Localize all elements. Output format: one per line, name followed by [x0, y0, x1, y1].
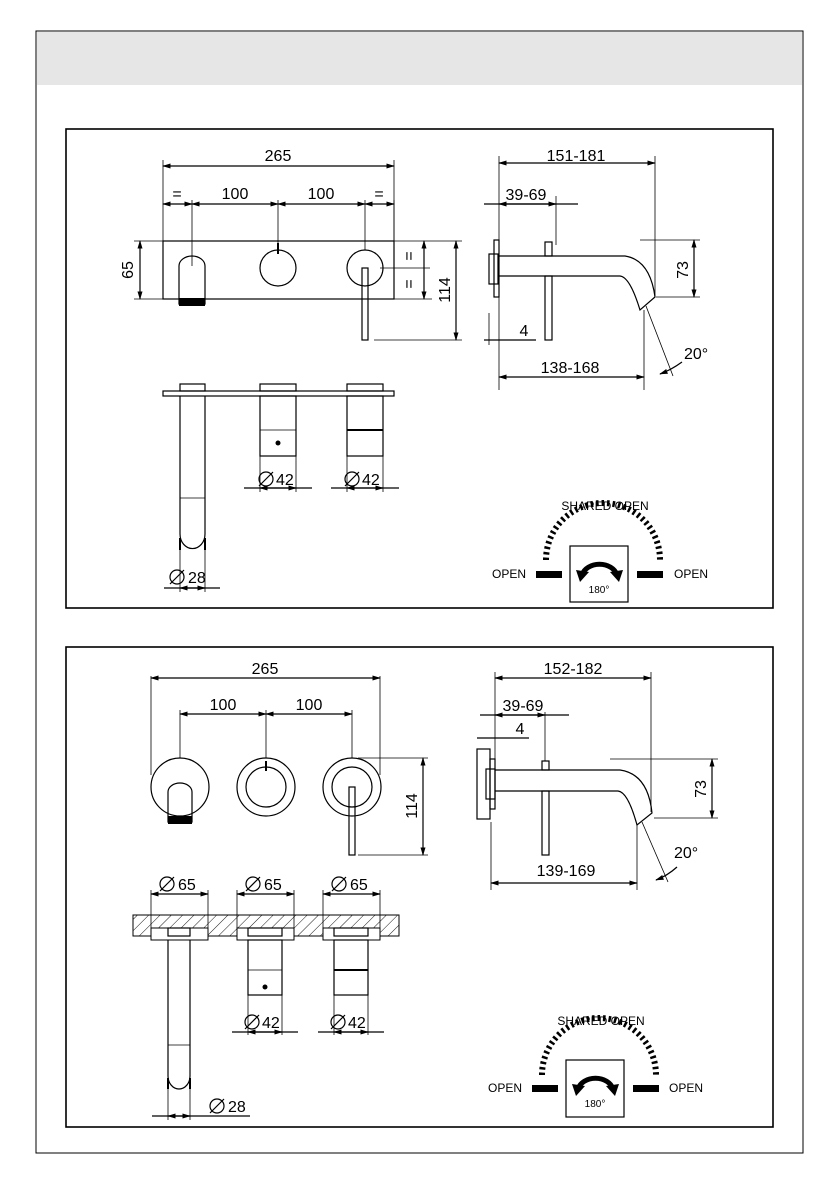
header-band: [37, 32, 802, 85]
side2-body-range-label: 39-69: [503, 698, 544, 715]
panel-2: 265 100 100 114 152-182: [66, 647, 773, 1127]
dia2-rose-a-label: 65: [178, 877, 196, 894]
side2-angle-label: 20°: [674, 845, 698, 862]
dia-handle-b-label: 42: [362, 472, 380, 489]
front-spacing-b-label: 100: [308, 186, 335, 203]
side2-height-label: 73: [693, 780, 710, 798]
dia2-rose-a: 65: [160, 877, 196, 894]
side2-depth-label: 139-169: [537, 863, 596, 880]
rotation-left-label: OPEN: [492, 567, 526, 581]
outer-frame: [36, 31, 803, 1153]
panel-2-front-view: 265 100 100 114: [151, 661, 428, 855]
front-overall-height-label: 114: [437, 277, 454, 303]
side-angle-label: 20°: [684, 346, 708, 363]
rotation-degrees-label: 180°: [589, 585, 610, 596]
dia-handle-a-label: 42: [276, 472, 294, 489]
dia2-rose-b: 65: [246, 877, 282, 894]
side-body-range-label: 39-69: [506, 187, 547, 204]
rotation2-top-label: SHARED OPEN: [557, 1014, 644, 1028]
front2-overall-height-label: 114: [404, 793, 421, 819]
rotation2-right-label: OPEN: [669, 1081, 703, 1095]
front-eq-lower-label: =: [401, 279, 418, 288]
dia2-rose-b-label: 65: [264, 877, 282, 894]
dia2-handle-a-label: 42: [262, 1015, 280, 1032]
dia2-handle-b-label: 42: [348, 1015, 366, 1032]
rotation2-degrees-label: 180°: [585, 1099, 606, 1110]
dia2-rose-c: 65: [332, 877, 368, 894]
side2-projection-label: 152-182: [544, 661, 603, 678]
dia2-spout-label: 28: [228, 1099, 246, 1116]
front-width-label: 265: [265, 148, 292, 165]
side-depth-label: 138-168: [541, 360, 600, 377]
dia-handle-a: 42: [259, 472, 294, 489]
rotation2-left-label: OPEN: [488, 1081, 522, 1095]
panel-1-side-view: 151-181 39-69 73 4 138-168 20°: [484, 148, 708, 390]
panel-1-plan-view: 42 42 28: [163, 384, 399, 592]
dia2-handle-a: 42: [245, 1015, 280, 1032]
rotation-right-label: OPEN: [674, 567, 708, 581]
dia2-spout: 28: [210, 1099, 246, 1116]
dia-spout-label: 28: [188, 570, 206, 587]
side-projection-label: 151-181: [547, 148, 606, 165]
dia2-handle-b: 42: [331, 1015, 366, 1032]
front-spacing-a-label: 100: [222, 186, 249, 203]
panel-2-frame: [66, 647, 773, 1127]
front2-spacing-b-label: 100: [296, 697, 323, 714]
side2-thickness-label: 4: [516, 721, 525, 738]
front-eq-right-label: =: [374, 186, 383, 203]
panel-1-rotation-diagram: SHARED OPEN OPEN OPEN 180°: [492, 499, 708, 602]
front-eq-upper-label: =: [401, 251, 418, 260]
front-eq-left-label: =: [172, 186, 181, 203]
panel-1-front-view: 265 = 100 100 = 65 = = 114: [120, 148, 462, 340]
panel-2-rotation-diagram: SHARED OPEN OPEN OPEN 180°: [488, 1014, 703, 1117]
front2-spacing-a-label: 100: [210, 697, 237, 714]
side-thickness-label: 4: [520, 323, 529, 340]
panel-1: 265 = 100 100 = 65 = = 114: [66, 129, 773, 608]
panel-2-side-view: 152-182 39-69 4 73 139-169 20°: [477, 661, 718, 890]
front-plate-height-label: 65: [120, 261, 137, 279]
side-height-label: 73: [675, 261, 692, 279]
front2-width-label: 265: [252, 661, 279, 678]
panel-2-plan-view: 65 65 65 42: [133, 877, 399, 1120]
dia-handle-b: 42: [345, 472, 380, 489]
dia2-rose-c-label: 65: [350, 877, 368, 894]
rotation-top-label: SHARED OPEN: [561, 499, 648, 513]
dia-spout: 28: [170, 570, 206, 587]
